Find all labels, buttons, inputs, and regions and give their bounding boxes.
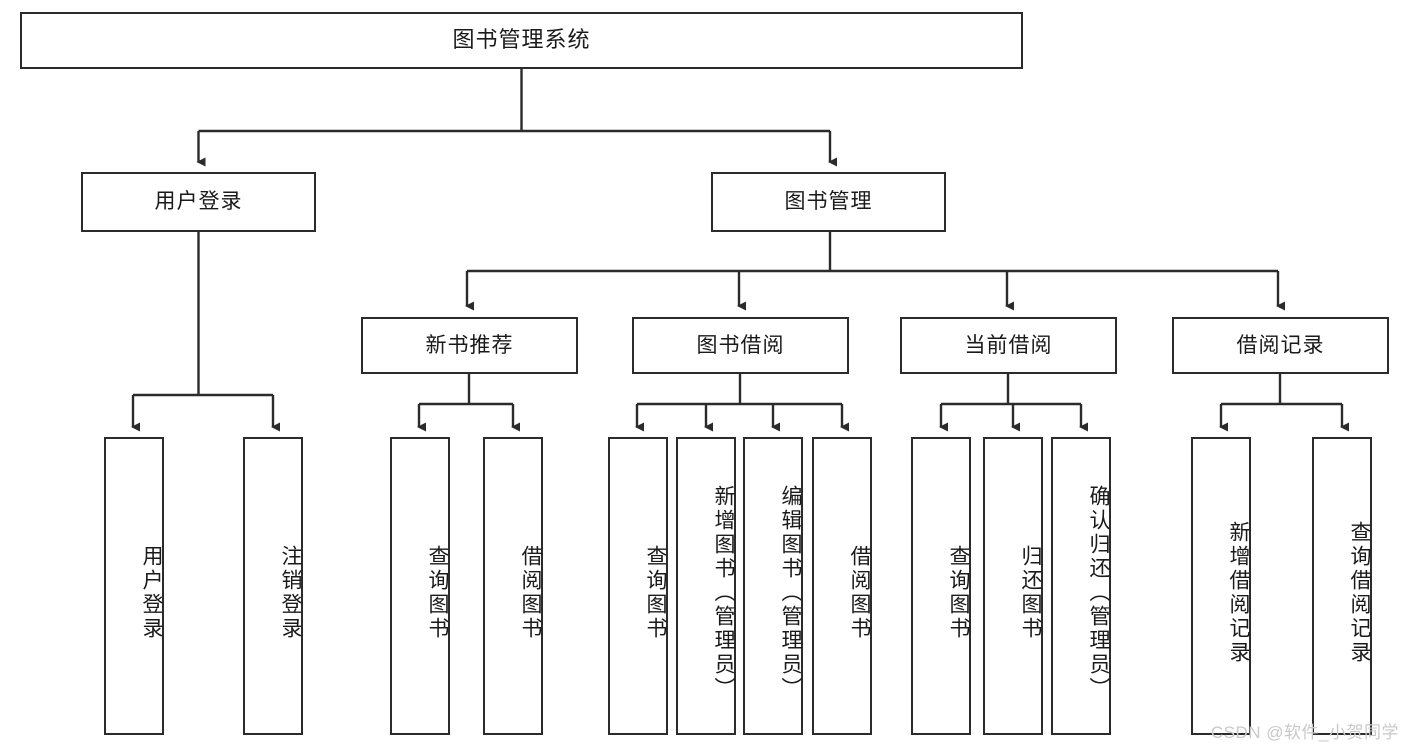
node-new-book-recommend-label: 新书推荐 [425,333,514,357]
node-leaf-confirm-return[interactable]: 确认归还（管理员） [1051,437,1111,735]
node-root-label: 图书管理系统 [452,27,591,53]
node-leaf-add-book[interactable]: 新增图书（管理员） [676,437,736,735]
node-leaf-borrow-book-2[interactable]: 借阅图书 [812,437,872,735]
node-leaf-add-record[interactable]: 新增借阅记录 [1191,437,1251,735]
node-book-borrow-label: 图书借阅 [696,333,785,357]
node-leaf-edit-book[interactable]: 编辑图书（管理员） [743,437,803,735]
node-leaf-edit-book-label: 编辑图书（管理员） [779,485,802,701]
node-borrow-record[interactable]: 借阅记录 [1172,317,1389,374]
node-leaf-query-book-2[interactable]: 查询图书 [608,437,668,735]
node-leaf-query-book-1[interactable]: 查询图书 [390,437,450,735]
node-leaf-logout[interactable]: 注销登录 [243,437,303,735]
node-leaf-return-book[interactable]: 归还图书 [983,437,1043,735]
node-leaf-confirm-return-label: 确认归还（管理员） [1087,485,1110,701]
node-leaf-borrow-book-1-label: 借阅图书 [519,545,542,641]
node-leaf-borrow-book-1[interactable]: 借阅图书 [483,437,543,735]
node-leaf-add-record-label: 新增借阅记录 [1227,521,1250,665]
node-book-manage[interactable]: 图书管理 [711,172,946,232]
node-new-book-recommend[interactable]: 新书推荐 [361,317,578,374]
node-user-login[interactable]: 用户登录 [81,172,316,232]
node-leaf-query-record-label: 查询借阅记录 [1348,521,1371,665]
node-leaf-query-book-1-label: 查询图书 [426,545,449,641]
node-current-borrow-label: 当前借阅 [964,333,1053,357]
node-leaf-logout-label: 注销登录 [279,545,302,641]
node-leaf-query-record[interactable]: 查询借阅记录 [1312,437,1372,735]
node-leaf-query-book-3[interactable]: 查询图书 [911,437,971,735]
node-current-borrow[interactable]: 当前借阅 [900,317,1117,374]
node-user-login-label: 用户登录 [154,190,243,214]
node-leaf-query-book-2-label: 查询图书 [644,545,667,641]
watermark-text: CSDN @软件_小贺同学 [1210,723,1399,742]
node-root[interactable]: 图书管理系统 [20,12,1023,69]
node-book-manage-label: 图书管理 [784,190,873,214]
node-leaf-add-book-label: 新增图书（管理员） [712,485,735,701]
node-leaf-user-login[interactable]: 用户登录 [104,437,164,735]
node-borrow-record-label: 借阅记录 [1236,333,1325,357]
node-leaf-borrow-book-2-label: 借阅图书 [848,545,871,641]
node-leaf-user-login-label: 用户登录 [140,545,163,641]
node-leaf-return-book-label: 归还图书 [1019,545,1042,641]
node-leaf-query-book-3-label: 查询图书 [947,545,970,641]
node-book-borrow[interactable]: 图书借阅 [632,317,849,374]
